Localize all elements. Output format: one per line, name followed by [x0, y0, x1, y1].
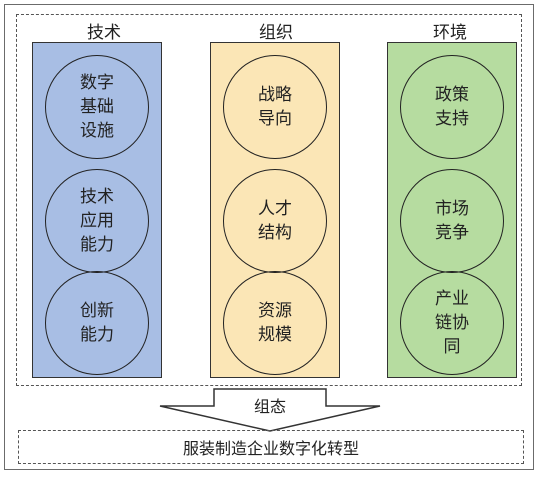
configuration-label: 组态 — [253, 397, 286, 416]
factors-dashed-box — [16, 14, 522, 386]
factor-line: 竞争 — [435, 223, 469, 243]
factor-line: 能力 — [80, 235, 114, 255]
factor-line: 基础 — [80, 97, 114, 117]
factor-circle: 技术 应用 能力 — [45, 169, 149, 273]
technology-column: 数字 基础 设施 技术 应用 能力 创新 能力 — [32, 42, 162, 378]
factor-circle: 人才 结构 — [223, 169, 327, 273]
organization-column: 战略 导向 人才 结构 资源 规模 — [210, 42, 340, 378]
factor-line: 规模 — [258, 325, 292, 345]
factor-circle: 创新 能力 — [45, 271, 149, 375]
factor-circle: 政策 支持 — [400, 55, 504, 159]
factor-line: 技术 — [80, 187, 114, 207]
outcome-text: 服装制造企业数字化转型 — [182, 439, 359, 458]
factor-line: 政策 — [435, 85, 469, 105]
factor-line: 同 — [443, 337, 461, 357]
factor-line: 数字 — [80, 73, 114, 93]
factor-line: 人才 — [258, 199, 292, 219]
factor-circle: 资源 规模 — [223, 271, 327, 375]
environment-column: 政策 支持 市场 竞争 产业 链协 同 — [387, 42, 517, 378]
outcome-box: 服装制造企业数字化转型 — [18, 430, 524, 464]
factor-line: 结构 — [258, 223, 292, 243]
factor-circle: 战略 导向 — [223, 55, 327, 159]
factor-line: 市场 — [435, 199, 469, 219]
column-title-technology: 技术 — [87, 23, 121, 43]
factor-line: 战略 — [258, 85, 292, 105]
factor-circle: 产业 链协 同 — [400, 271, 504, 375]
figure-frame — [4, 4, 534, 470]
factor-line: 应用 — [80, 211, 114, 231]
factor-line: 产业 — [435, 289, 469, 309]
factor-line: 支持 — [435, 109, 469, 129]
factor-circle: 市场 竞争 — [400, 169, 504, 273]
factor-line: 设施 — [80, 121, 114, 141]
factor-line: 资源 — [258, 301, 292, 321]
factor-line: 能力 — [80, 325, 114, 345]
column-title-organization: 组织 — [259, 23, 293, 43]
factor-circle: 数字 基础 设施 — [45, 55, 149, 159]
factor-line: 创新 — [80, 301, 114, 321]
factor-line: 链协 — [435, 313, 469, 333]
down-arrow-icon — [159, 388, 381, 432]
factor-line: 导向 — [258, 109, 292, 129]
column-title-environment: 环境 — [433, 23, 467, 43]
